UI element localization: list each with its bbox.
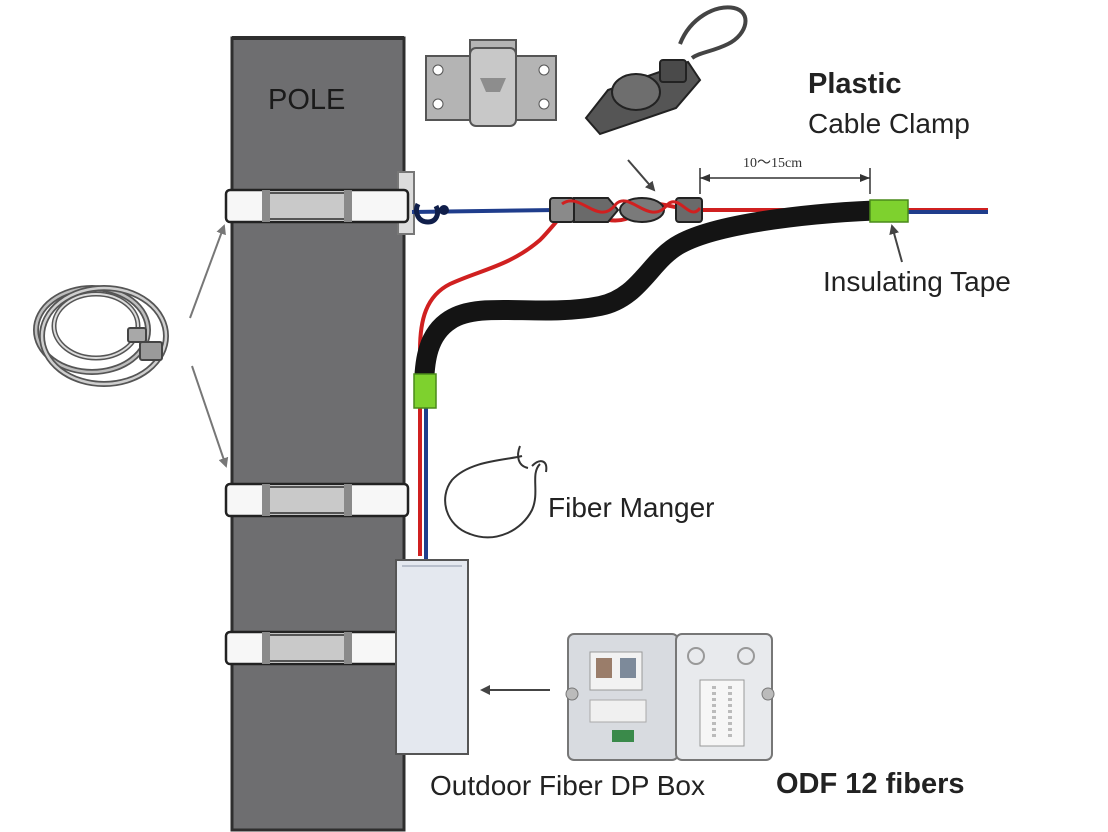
pole [230,36,406,832]
arrow-clamp-to-wire [627,159,656,192]
hook-icon [413,202,449,225]
arrow-rings-to-middle-strap [191,365,229,468]
arrow-rings-to-top-strap [189,224,226,319]
dp-box-on-pole [395,559,469,755]
steel-strap-bottom [224,630,410,666]
odf-label: ODF 12 fibers [776,768,965,800]
fiber-manager-ring-icon [444,445,548,539]
arrow-label-to-tape [889,224,903,263]
distance-label: 10～15cm [743,156,803,171]
messenger-wire [411,208,557,214]
insulating-tape-horizontal [869,199,909,223]
dp-box-label: Outdoor Fiber DP Box [430,770,705,801]
hose-clamp-rings-icon [33,285,169,387]
plastic-clamp-title: Plastic [808,68,902,100]
dp-box-product-icon [565,633,775,761]
black-fiber-cable [414,200,900,400]
steel-strap-middle [224,482,410,518]
insulating-tape-vertical [413,373,437,409]
pole-label: POLE [268,84,346,116]
pole-bracket-product-icon [425,39,557,127]
dimension-line [699,168,871,194]
plastic-cable-clamp-product-icon [584,5,748,136]
insulating-tape-label: Insulating Tape [823,266,1011,297]
cable-clamp-on-wire [549,197,703,223]
steel-strap-top [224,188,410,224]
fiber-manager-label: Fiber Manger [548,492,715,523]
plastic-clamp-subtitle: Cable Clamp [808,108,970,139]
